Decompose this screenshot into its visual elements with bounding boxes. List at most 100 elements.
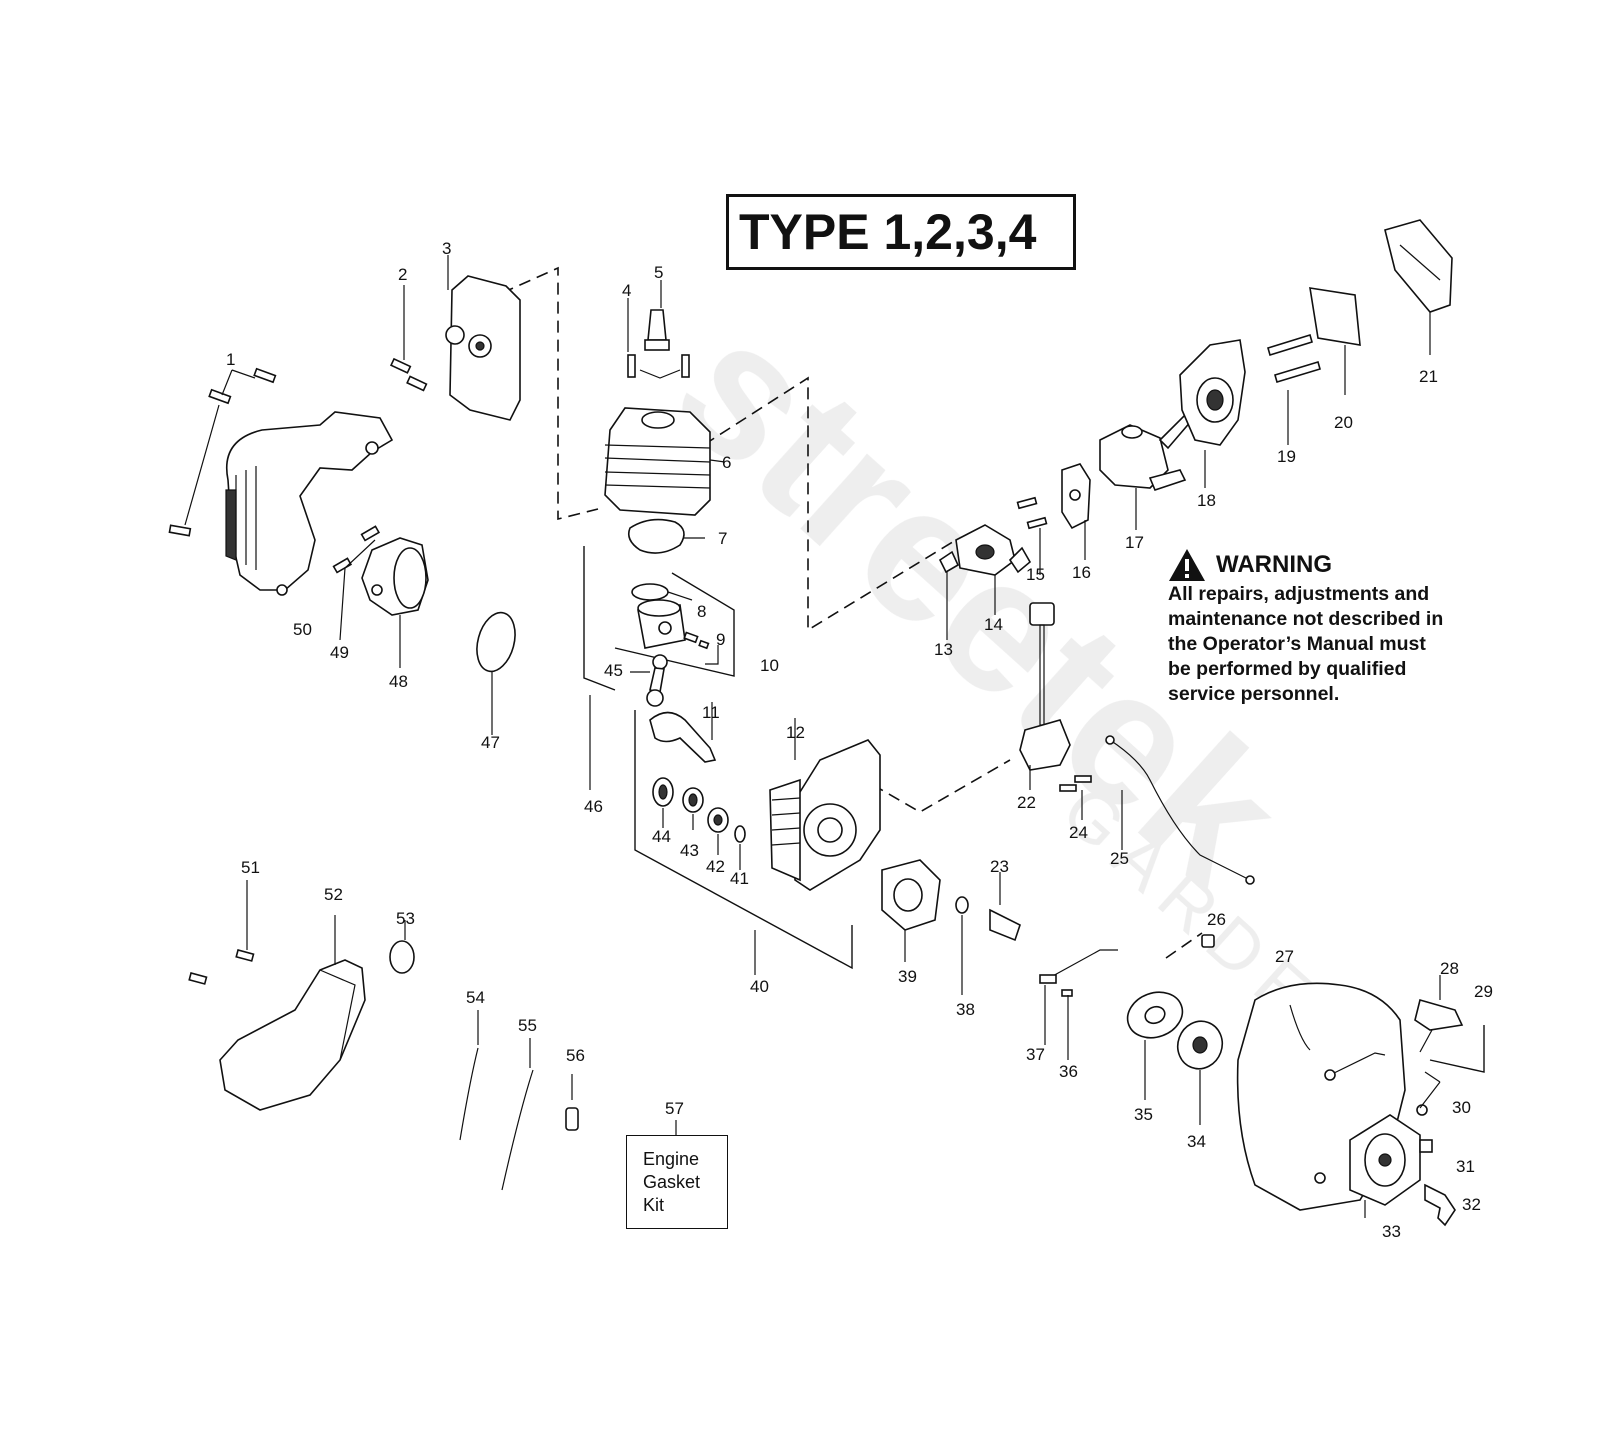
callout-2: 2 <box>398 265 407 284</box>
callout-23: 23 <box>990 857 1009 876</box>
callout-56: 56 <box>566 1046 585 1065</box>
callout-53: 53 <box>396 909 415 928</box>
callout-6: 6 <box>722 453 731 472</box>
callout-38: 38 <box>956 1000 975 1019</box>
callout-43: 43 <box>680 841 699 860</box>
callout-25: 25 <box>1110 849 1129 868</box>
part-12-crankcase <box>769 718 881 891</box>
gasket-kit-line: Gasket <box>643 1172 701 1192</box>
callout-7: 7 <box>718 529 727 548</box>
engine-gasket-kit-box: Engine Gasket Kit <box>626 1135 728 1229</box>
callout-51: 51 <box>241 858 260 877</box>
part-3-housing <box>445 255 521 421</box>
callout-57: 57 <box>665 1099 684 1118</box>
warning-line: All repairs, adjustments and <box>1168 583 1430 605</box>
warning-line: be performed by qualified <box>1168 658 1407 680</box>
part-8-9-10-piston <box>631 583 719 665</box>
part-6-cylinder <box>604 407 726 516</box>
callout-36: 36 <box>1059 1062 1078 1081</box>
part-18-air-filter-base <box>1179 339 1246 488</box>
part-1-screws <box>168 367 277 537</box>
warning-text: All repairs, adjustments and maintenance… <box>1168 582 1482 707</box>
part-54-56-fuel-lines <box>459 1010 579 1191</box>
callout-24: 24 <box>1069 823 1088 842</box>
callout-29: 29 <box>1474 982 1493 1001</box>
part-51-53-tank <box>188 880 415 1111</box>
part-4-5-screws-spark-plug <box>627 280 690 379</box>
callout-49: 49 <box>330 643 349 662</box>
type-label: TYPE 1,2,3,4 <box>739 204 1037 260</box>
callout-11: 11 <box>702 703 720 722</box>
callout-20: 20 <box>1334 413 1353 432</box>
part-17-carburetor <box>1099 413 1194 530</box>
part-48-49-muffler <box>332 525 429 668</box>
callout-48: 48 <box>389 672 408 691</box>
callout-labels: 1 2 3 4 5 6 7 8 9 10 11 12 13 14 15 16 1… <box>226 239 1493 1241</box>
part-27-33-starter-housing <box>1236 975 1464 1227</box>
callout-10: 10 <box>760 656 779 675</box>
part-47-o-ring <box>476 611 516 735</box>
callout-18: 18 <box>1197 491 1216 510</box>
warning-title: WARNING <box>1216 551 1332 578</box>
callout-34: 34 <box>1187 1132 1206 1151</box>
callout-31: 31 <box>1456 1157 1475 1176</box>
callout-12: 12 <box>786 723 805 742</box>
callout-45: 45 <box>604 661 623 680</box>
callout-21: 21 <box>1419 367 1438 386</box>
callout-28: 28 <box>1440 959 1459 978</box>
callout-46: 46 <box>584 797 603 816</box>
callout-50: 50 <box>293 620 312 639</box>
warning-header: WARNING <box>1168 548 1482 582</box>
callout-8: 8 <box>697 602 706 621</box>
callout-9: 9 <box>716 630 725 649</box>
callout-1: 1 <box>226 350 235 369</box>
callout-47: 47 <box>481 733 500 752</box>
part-2-screws <box>389 285 428 392</box>
warning-triangle-icon <box>1169 549 1205 581</box>
callout-4: 4 <box>622 281 631 300</box>
part-7-gasket <box>627 518 705 554</box>
part-50-engine-cover <box>225 411 394 596</box>
part-45-connecting-rod <box>630 654 668 707</box>
callout-42: 42 <box>706 857 725 876</box>
callout-52: 52 <box>324 885 343 904</box>
callout-37: 37 <box>1026 1045 1045 1064</box>
group-brackets <box>583 546 1485 1073</box>
part-25-wire <box>1105 735 1255 885</box>
part-19-21-air-filter <box>1267 219 1453 445</box>
part-22-24-primer <box>1019 602 1092 820</box>
callout-3: 3 <box>442 239 451 258</box>
callout-5: 5 <box>654 263 663 282</box>
callout-27: 27 <box>1275 947 1294 966</box>
warning-line: maintenance not described in <box>1168 608 1444 630</box>
callout-40: 40 <box>750 977 769 996</box>
callout-22: 22 <box>1017 793 1036 812</box>
callout-13: 13 <box>934 640 953 659</box>
callout-54: 54 <box>466 988 485 1007</box>
gasket-kit-line: Kit <box>643 1195 665 1215</box>
part-11-crankshaft <box>649 702 717 763</box>
gasket-kit-line: Engine <box>643 1149 700 1169</box>
warning-line: service personnel. <box>1168 683 1340 705</box>
callout-35: 35 <box>1134 1105 1153 1124</box>
warning-block: WARNING All repairs, adjustments and mai… <box>1168 548 1482 707</box>
callout-16: 16 <box>1072 563 1091 582</box>
callout-15: 15 <box>1026 565 1045 584</box>
callout-39: 39 <box>898 967 917 986</box>
part-13-16-intake <box>938 463 1091 640</box>
callout-44: 44 <box>652 827 671 846</box>
callout-17: 17 <box>1125 533 1144 552</box>
type-label-box: TYPE 1,2,3,4 <box>726 194 1076 270</box>
warning-line: the Operator’s Manual must <box>1168 633 1426 655</box>
callout-14: 14 <box>984 615 1003 634</box>
callout-26: 26 <box>1207 910 1226 929</box>
callout-30: 30 <box>1452 1098 1471 1117</box>
callout-41: 41 <box>730 869 749 888</box>
callout-33: 33 <box>1382 1222 1401 1241</box>
part-41-44-bearings <box>652 777 746 870</box>
callout-19: 19 <box>1277 447 1296 466</box>
part-23-38-39-flywheel <box>881 859 1021 995</box>
part-26-35-37-starter-parts <box>1039 934 1224 1125</box>
callout-32: 32 <box>1462 1195 1481 1214</box>
